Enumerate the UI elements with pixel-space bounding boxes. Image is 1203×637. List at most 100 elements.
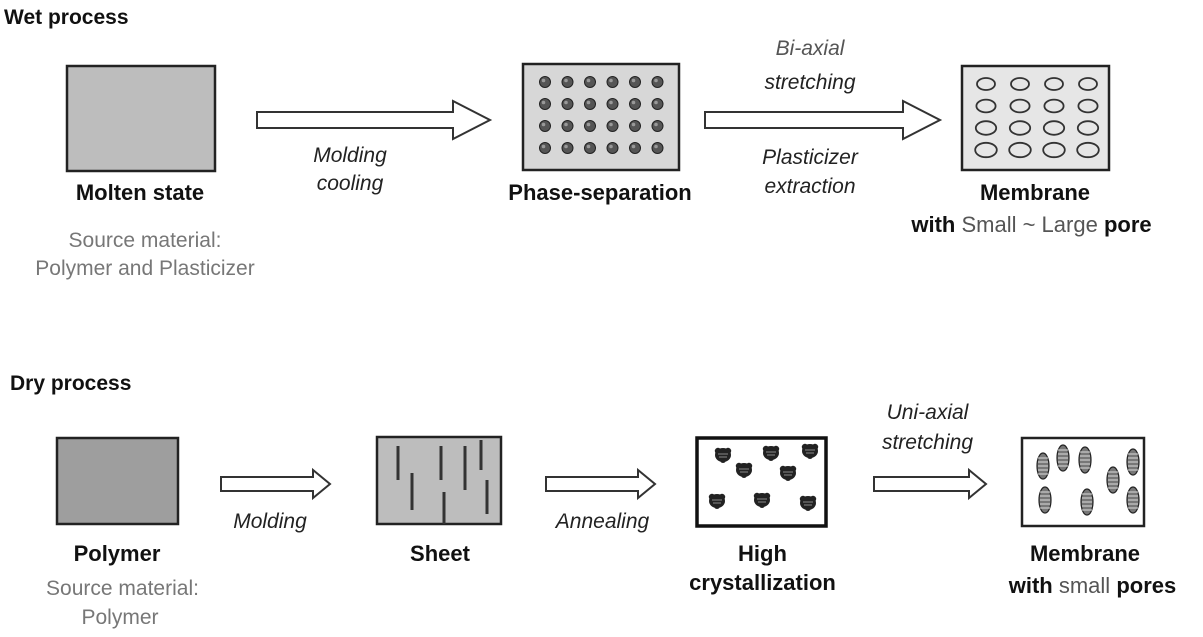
phase-particle xyxy=(561,76,574,88)
pore-ellipse xyxy=(1008,141,1032,159)
dry-process-title: Dry process xyxy=(10,372,132,395)
annealing-label: Annealing xyxy=(555,510,650,533)
wet-membrane-pores xyxy=(974,77,1100,159)
slit-pore xyxy=(1126,448,1140,476)
slit-pore xyxy=(1036,452,1050,480)
dry-membrane-pores: pores xyxy=(1116,573,1177,598)
phase-particle xyxy=(561,142,574,154)
dry-source-line1: Source material: xyxy=(46,577,199,600)
slit-pore xyxy=(1056,444,1070,472)
crystal-cluster xyxy=(762,445,780,461)
phase-particle xyxy=(651,76,664,88)
phase-particle xyxy=(539,120,551,132)
slit-pore xyxy=(1080,488,1094,516)
phase-particle xyxy=(584,98,596,110)
stretching-label: stretching xyxy=(764,71,856,94)
dry-source-line2: Polymer xyxy=(81,606,159,629)
pore-ellipse xyxy=(974,120,998,136)
phase-particle xyxy=(539,98,551,110)
pore-ellipse xyxy=(976,77,996,91)
pore-ellipse xyxy=(974,141,998,159)
phase-particle xyxy=(606,76,619,88)
phase-separation-particles xyxy=(539,76,664,154)
sheet-label: Sheet xyxy=(410,541,470,566)
biaxial-label: Bi-axial xyxy=(775,37,845,60)
pore-ellipse xyxy=(1042,141,1066,159)
phase-particle xyxy=(629,142,641,154)
biaxial-stretching-arrow xyxy=(704,99,943,141)
phase-particle xyxy=(651,142,664,154)
wet-source-line2: Polymer and Plasticizer xyxy=(35,257,255,280)
dry-membrane-label: Membrane xyxy=(1029,541,1141,566)
dry-membrane-with: with xyxy=(1008,573,1053,598)
plasticizer-label: Plasticizer xyxy=(762,146,858,169)
polymer-box xyxy=(55,436,180,526)
extraction-label: extraction xyxy=(764,175,856,198)
molding-cooling-arrow xyxy=(256,99,493,141)
dry-membrane-sublabel: with small pores xyxy=(985,573,1200,599)
phase-particle xyxy=(606,98,619,110)
sheet-lamellae xyxy=(396,440,489,524)
uniaxial-stretching-label: stretching xyxy=(881,431,974,454)
pore-ellipse xyxy=(1044,77,1064,91)
molten-state-box xyxy=(65,64,217,173)
pore-ellipse xyxy=(1076,141,1100,159)
pore-ellipse xyxy=(1009,98,1031,114)
uniaxial-label: Uni-axial xyxy=(886,401,969,424)
crystal-cluster xyxy=(799,495,817,511)
phase-particle xyxy=(584,142,596,154)
phase-particle xyxy=(606,142,619,154)
phase-particle xyxy=(629,76,641,88)
phase-particle xyxy=(561,98,574,110)
crystal-cluster xyxy=(801,443,819,459)
phase-particle xyxy=(584,76,596,88)
wet-membrane-pore: pore xyxy=(1103,212,1152,237)
crystal-cluster xyxy=(735,462,753,478)
uniaxial-stretching-arrow xyxy=(873,467,988,501)
phase-particle xyxy=(539,142,551,154)
crystal-cluster xyxy=(708,493,726,509)
wet-process-title: Wet process xyxy=(4,6,129,29)
slit-pore xyxy=(1126,486,1140,514)
slit-pore xyxy=(1038,486,1052,514)
pore-ellipse xyxy=(1010,77,1030,91)
phase-particle xyxy=(651,120,664,132)
crystal-cluster xyxy=(714,447,732,463)
wet-membrane-label: Membrane xyxy=(979,180,1091,205)
wet-membrane-with: with xyxy=(911,212,956,237)
molding-arrow xyxy=(220,467,332,501)
crystal-clusters xyxy=(708,443,819,511)
pore-ellipse xyxy=(1076,120,1100,136)
pore-ellipse xyxy=(1078,77,1098,91)
crystal-cluster xyxy=(753,492,771,508)
wet-membrane-box xyxy=(960,64,1111,172)
pore-ellipse xyxy=(1008,120,1032,136)
wet-source-line1: Source material: xyxy=(68,229,222,252)
polymer-label: Polymer xyxy=(73,541,161,566)
wet-membrane-pore-size: Small ~ Large xyxy=(961,212,1098,237)
phase-particle xyxy=(629,98,641,110)
crystallization-label: crystallization xyxy=(689,570,836,595)
cooling-label: cooling xyxy=(316,172,384,195)
crystal-cluster xyxy=(779,465,797,481)
pore-ellipse xyxy=(1077,98,1099,114)
phase-particle xyxy=(629,120,641,132)
phase-particle xyxy=(606,120,619,132)
annealing-arrow xyxy=(545,467,657,501)
phase-particle xyxy=(539,76,551,88)
wet-membrane-sublabel: with Small ~ Large pore xyxy=(860,212,1203,238)
phase-particle xyxy=(561,120,574,132)
molten-state-label: Molten state xyxy=(75,180,205,205)
slit-pore xyxy=(1078,446,1092,474)
phase-particle xyxy=(584,120,596,132)
pore-ellipse xyxy=(975,98,997,114)
high-label: High xyxy=(738,541,787,566)
pore-ellipse xyxy=(1042,120,1066,136)
molding-label: Molding xyxy=(313,144,387,167)
phase-separation-label: Phase-separation xyxy=(508,180,692,205)
phase-particle xyxy=(651,98,664,110)
pore-ellipse xyxy=(1043,98,1065,114)
dry-membrane-pores xyxy=(1036,444,1140,516)
dry-membrane-small: small xyxy=(1058,573,1111,598)
